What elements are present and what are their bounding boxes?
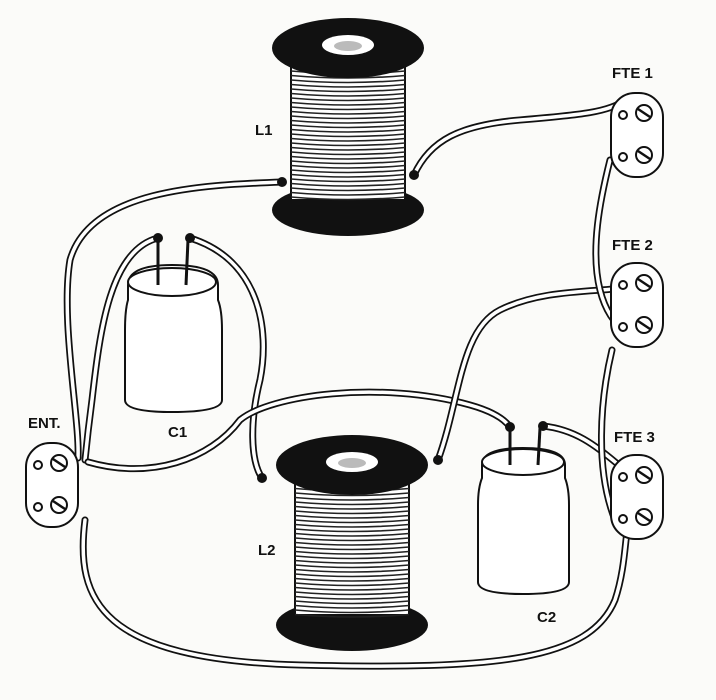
winding-line — [290, 164, 406, 169]
terminal-fte3 — [610, 454, 664, 540]
winding-line — [294, 595, 410, 600]
wire — [83, 236, 160, 462]
winding-line — [294, 555, 410, 560]
terminal-fte1 — [610, 92, 664, 178]
winding-line — [290, 124, 406, 129]
wire — [434, 284, 629, 464]
solder-point — [409, 170, 419, 180]
wire — [412, 98, 627, 177]
winding-line — [290, 92, 406, 97]
winding-line — [290, 146, 406, 151]
winding-line — [294, 586, 410, 591]
winding-line — [290, 151, 406, 156]
winding-line — [294, 501, 410, 506]
winding-line — [294, 573, 410, 578]
winding-line — [294, 600, 410, 605]
winding-line — [294, 546, 410, 551]
solder-point — [277, 177, 287, 187]
winding-line — [294, 519, 410, 524]
capacitor-c1 — [124, 233, 223, 414]
winding-line — [290, 119, 406, 124]
winding-line — [290, 110, 406, 115]
winding-line — [290, 83, 406, 88]
wire — [188, 236, 266, 480]
winding-line — [294, 523, 410, 528]
winding-line — [294, 604, 410, 609]
winding-line — [294, 541, 410, 546]
winding-line — [290, 169, 406, 174]
label-c2: C2 — [537, 609, 556, 626]
winding-line — [294, 537, 410, 542]
winding-line — [290, 133, 406, 138]
label-ent: ENT. — [28, 415, 61, 432]
winding-line — [290, 182, 406, 187]
winding-line — [294, 492, 410, 497]
wire — [599, 348, 617, 522]
label-fte2: FTE 2 — [612, 237, 653, 254]
capacitor-c2 — [477, 421, 570, 596]
solder-point — [433, 455, 443, 465]
winding-line — [290, 160, 406, 165]
label-fte1: FTE 1 — [612, 65, 653, 82]
winding-line — [290, 142, 406, 147]
solder-point — [257, 473, 267, 483]
winding-line — [290, 155, 406, 160]
label-l1: L1 — [255, 122, 273, 139]
winding-line — [294, 582, 410, 587]
label-l2: L2 — [258, 542, 276, 559]
winding-line — [290, 97, 406, 102]
winding-line — [294, 496, 410, 501]
winding-line — [290, 88, 406, 93]
winding-line — [294, 609, 410, 614]
wire — [436, 286, 627, 462]
winding-line — [290, 196, 406, 201]
winding-line — [290, 191, 406, 196]
winding-line — [290, 115, 406, 120]
winding-line — [294, 559, 410, 564]
winding-line — [290, 173, 406, 178]
winding-line — [290, 178, 406, 183]
coil-l1 — [272, 18, 424, 236]
wire — [86, 390, 512, 471]
winding-line — [290, 101, 406, 106]
winding-line — [294, 528, 410, 533]
winding-line — [290, 128, 406, 133]
winding-line — [294, 591, 410, 596]
winding-line — [290, 106, 406, 111]
terminal-fte2 — [610, 262, 664, 348]
label-c1: C1 — [168, 424, 187, 441]
winding-line — [294, 568, 410, 573]
winding-line — [294, 564, 410, 569]
winding-line — [294, 505, 410, 510]
terminal-ent — [25, 442, 79, 528]
winding-line — [294, 514, 410, 519]
winding-line — [294, 510, 410, 515]
winding-line — [290, 79, 406, 84]
winding-line — [294, 613, 410, 618]
winding-line — [294, 550, 410, 555]
coil-l2 — [276, 435, 428, 651]
wire — [65, 180, 284, 460]
winding-line — [294, 532, 410, 537]
winding-line — [290, 187, 406, 192]
winding-line — [294, 577, 410, 582]
label-fte3: FTE 3 — [614, 429, 655, 446]
wire — [81, 518, 630, 668]
winding-line — [290, 137, 406, 142]
